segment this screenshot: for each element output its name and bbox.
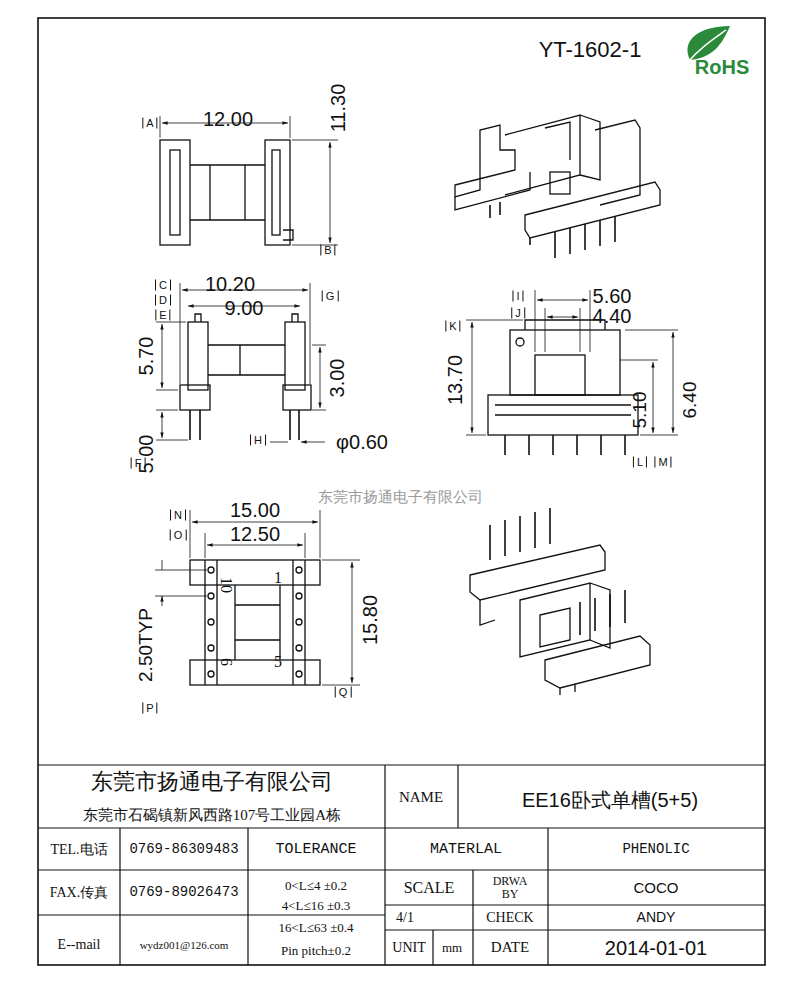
watermark: 东莞市扬通电子有限公司 [318,489,483,506]
dimension-value: 6.40 [680,382,701,419]
view-letter: M [654,457,671,468]
dimension-value: 5.00 [135,435,157,474]
dimension-value: 13.70 [444,355,466,405]
view-letter: N [170,510,186,521]
title-block-cell: MATERLAL [430,842,502,859]
title-block-cell: mm [442,941,462,955]
title-block-cell: wydz001@126.com [140,939,229,951]
view-letter: Q [335,687,352,698]
dimension-value: 4.40 [593,305,632,327]
dimension-value: 1 [274,569,282,587]
dimension-value: 6 [217,658,235,666]
view-letter: E [155,310,170,321]
title-block-cell: FAX.传真 [50,885,108,900]
title-block-cell: 0769-89026473 [129,885,238,900]
dimension-value: 9.00 [225,297,264,319]
title-block-cell: DATE [491,939,529,956]
dimension-value: 11.30 [327,84,349,133]
title-block-cell: 2014-01-01 [605,937,707,959]
title-block-cell: 4/1 [396,910,414,925]
title-block-cell: 16<L≤63 ±0.4 [278,921,353,935]
dimension-value: RoHS [695,56,749,78]
view-letter: J [511,308,525,319]
view-letter: B [320,245,335,256]
view-letter: H [250,435,266,446]
title-block-cell: UNIT [392,940,425,955]
dimension-value: 5.10 [630,392,651,429]
dimension-value: 10 [217,577,235,593]
view-letter: D [155,295,171,306]
title-block-cell: EE16卧式单槽(5+5) [522,789,698,811]
dimension-value: 15.00 [230,499,280,521]
dimension-value: 10.20 [205,273,255,295]
view-letter: A [142,118,157,129]
title-block-cell: 0769-86309483 [129,842,238,857]
title-block-cell: NAME [399,789,443,806]
title-block-cell: PHENOLIC [622,842,689,857]
title-block-cell: DRWA BY [487,875,533,901]
view-letter: G [322,291,339,302]
dimension-value: 2.50TYP [136,608,157,682]
title-block-cell: ANDY [637,910,676,925]
dimension-value: 3.00 [326,359,348,398]
title-block-cell: 东莞市石碣镇新风西路107号工业园A栋 [83,807,341,824]
dimension-value: 5 [274,653,282,671]
view-letter: C [155,280,171,291]
title-block-cell: CHECK [486,910,533,925]
drawing-number: YT-1602-1 [539,38,642,62]
title-block-cell: 东莞市扬通电子有限公司 [91,770,333,794]
title-block-cell: 4<L≤16 ±0.3 [282,899,351,913]
title-block-cell: TEL.电话 [50,842,107,857]
dimension-value: 12.00 [203,108,253,130]
dimension-value: 5.70 [135,337,157,376]
view-letter: O [170,530,187,541]
dimension-value: 15.80 [359,595,381,645]
title-block-cell: E--mail [58,937,101,952]
view-letter: P [142,703,157,714]
title-block-cell: Pin pitch±0.2 [281,944,351,958]
view-letter: L [633,457,647,468]
dimension-value: 12.50 [230,523,280,545]
title-block-cell: 0<L≤4 ±0.2 [285,879,347,893]
dimension-value: φ0.60 [336,431,388,453]
dimension-value: 5.60 [593,285,632,307]
title-block-cell: COCO [634,880,679,897]
view-letter: K [445,321,460,332]
title-block-cell: TOLERANCE [275,842,356,859]
view-letter: I [512,291,523,302]
title-block-cell: SCALE [404,879,455,897]
